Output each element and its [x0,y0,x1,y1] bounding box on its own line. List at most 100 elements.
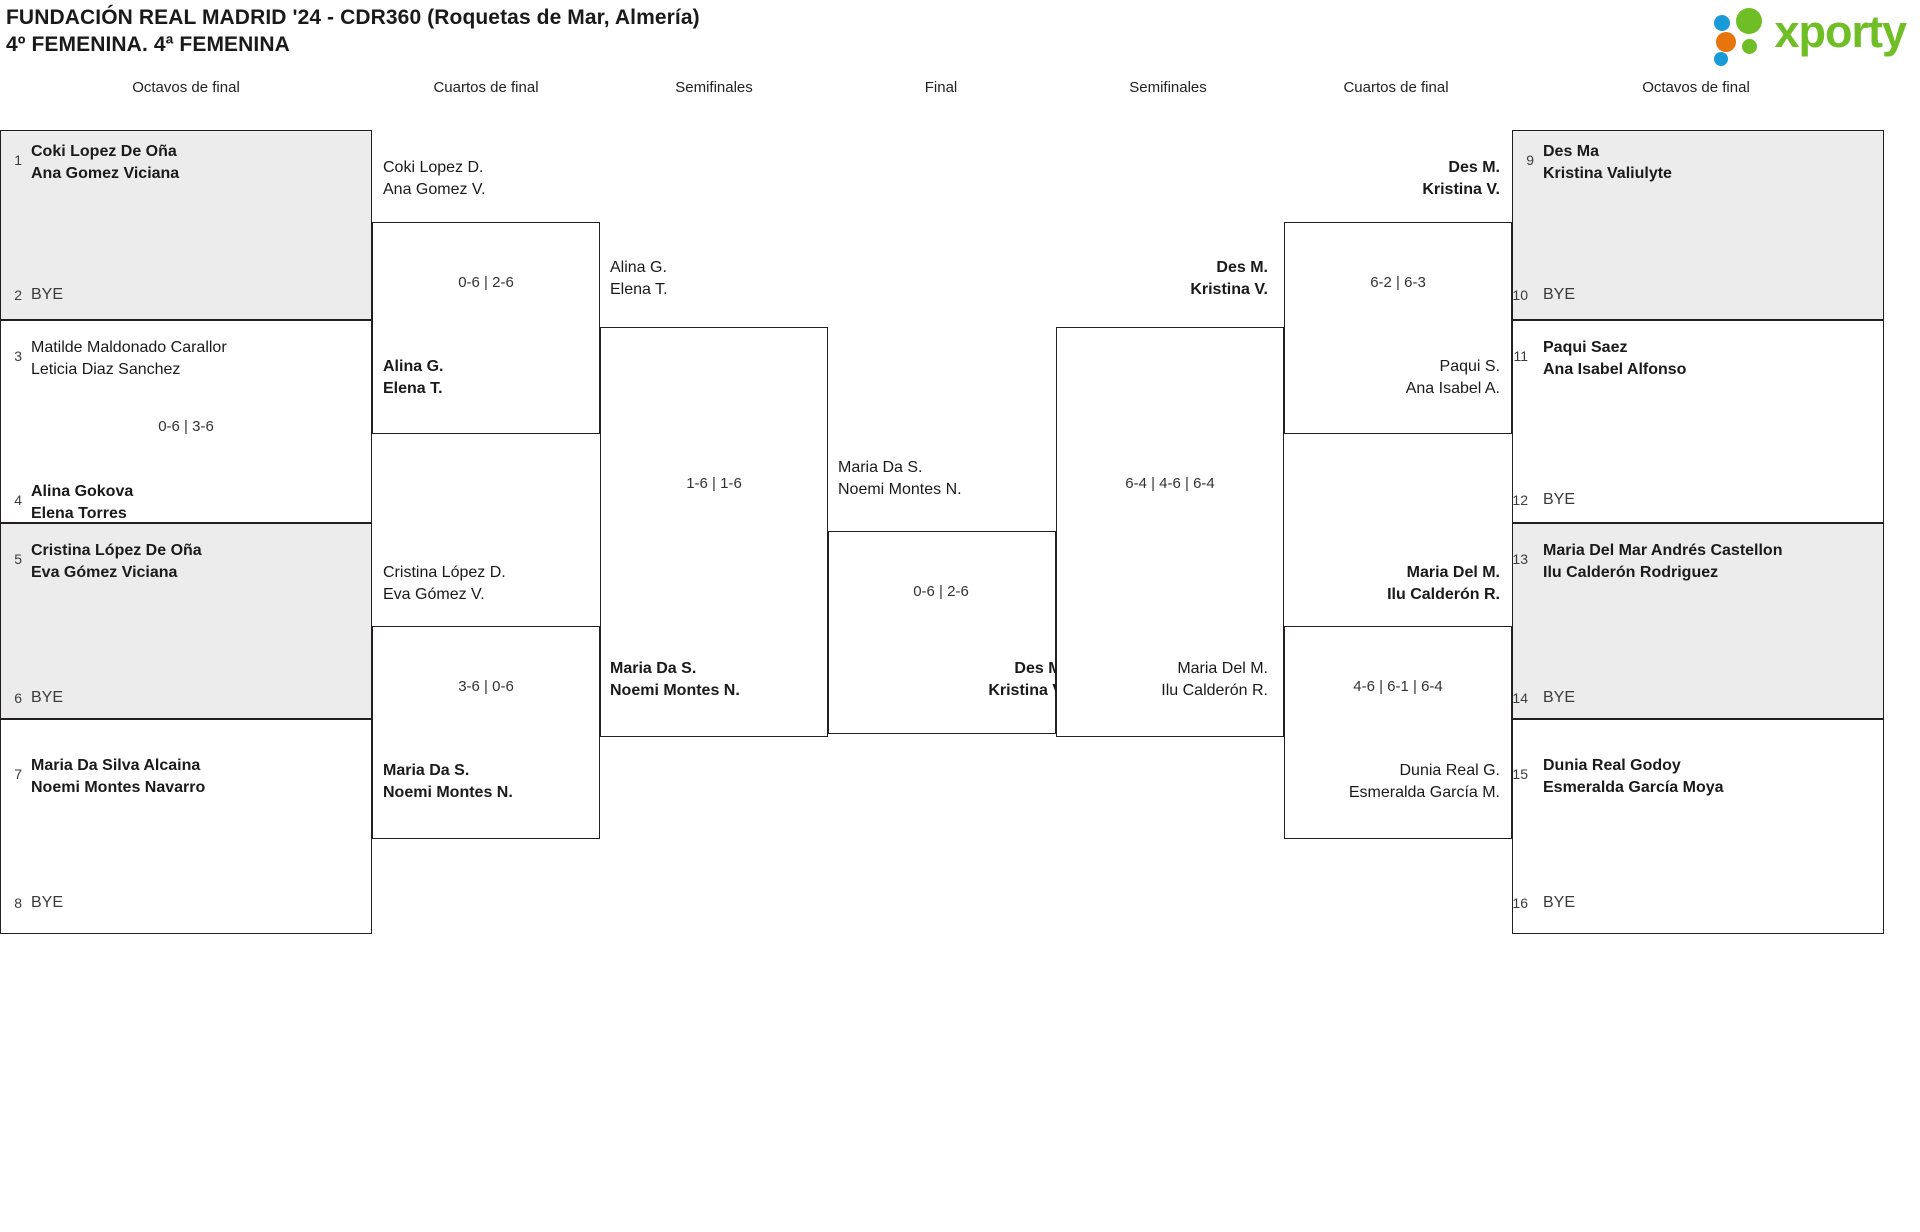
match-box-right-qf-1[interactable] [1284,222,1512,434]
player-name-seed-9-line2: Kristina Valiulyte [1543,165,1672,182]
final-left-line1: Maria Da S. [838,459,923,476]
player-name-seed-4-line1: Alina Gokova [31,483,134,500]
player-name-seed-15-line2: Esmeralda García Moya [1543,779,1724,796]
qf-left-3-line1: Cristina López D. [383,564,506,581]
qf-right-4-line2: Esmeralda García M. [1348,784,1500,801]
xporty-logo[interactable]: xporty [1714,5,1907,66]
score-right-sf-1: 6-4 | 4-6 | 6-4 [1125,475,1215,492]
seed-number-3: 3 [14,348,22,364]
player-name-seed-11-line2: Ana Isabel Alfonso [1543,361,1687,378]
qf-left-3-line2: Eva Gómez V. [383,586,485,603]
bye-label-seed-12: BYE [1543,491,1576,508]
match-box-right-r16-4[interactable] [1512,719,1884,934]
round-label-left-sf: Semifinales [675,79,753,96]
qf-right-1-line2: Kristina V. [1422,181,1500,198]
match-box-left-sf-1[interactable] [600,327,828,737]
qf-right-2-line2: Ana Isabel A. [1405,380,1500,397]
match-box-right-sf-1[interactable] [1056,327,1284,737]
match-box-right-r16-1[interactable] [1512,130,1884,320]
score-final: 0-6 | 2-6 [913,583,969,600]
final-right-line1: Des M. [1014,660,1066,677]
xporty-dots-icon [1714,6,1768,66]
sf-left-1-line1: Alina G. [610,259,667,276]
bye-label-seed-16: BYE [1543,894,1576,911]
match-box-left-r16-3[interactable] [0,523,372,719]
score-left-qf-2: 3-6 | 0-6 [458,678,514,695]
qf-left-2-line2: Elena T. [383,380,443,397]
round-label-right-sf: Semifinales [1129,79,1207,96]
round-label-right-qf: Cuartos de final [1343,79,1449,96]
player-name-seed-11-line1: Paqui Saez [1543,339,1628,356]
seed-number-6: 6 [14,690,22,706]
match-box-left-qf-1[interactable] [372,222,600,434]
score-left-qf-1: 0-6 | 2-6 [458,274,514,291]
seed-number-9: 9 [1526,152,1534,168]
qf-left-2-line1: Alina G. [383,358,444,375]
match-box-left-r16-2[interactable] [0,320,372,523]
seed-number-4: 4 [14,492,22,508]
qf-left-1-line2: Ana Gomez V. [383,181,486,198]
score-right-qf-2: 4-6 | 6-1 | 6-4 [1353,678,1443,695]
qf-right-3-line1: Maria Del M. [1406,564,1500,581]
player-name-seed-13-line2: Ilu Calderón Rodriguez [1543,564,1719,581]
player-name-seed-5-line2: Eva Gómez Viciana [31,564,178,581]
match-box-left-r16-4[interactable] [0,719,372,934]
match-box-left-qf-2[interactable] [372,626,600,839]
round-label-right-r16: Octavos de final [1642,79,1750,96]
match-box-right-qf-2[interactable] [1284,626,1512,839]
bye-label-seed-2: BYE [31,286,64,303]
seed-number-11: 11 [1513,348,1528,364]
sf-right-2-line1: Maria Del M. [1177,660,1268,677]
bye-label-seed-6: BYE [31,689,64,706]
round-label-left-qf: Cuartos de final [433,79,539,96]
player-name-seed-3-line1: Matilde Maldonado Carallor [31,339,227,356]
seed-number-5: 5 [14,551,22,567]
final-left-line2: Noemi Montes N. [838,481,962,498]
player-name-seed-7-line2: Noemi Montes Navarro [31,779,206,796]
match-box-right-r16-2[interactable] [1512,320,1884,523]
seed-number-16: 16 [1512,895,1528,911]
tournament-title-line-1: FUNDACIÓN REAL MADRID '24 - CDR360 (Roqu… [6,6,700,29]
player-name-seed-1-line1: Coki Lopez De Oña [31,143,177,160]
qf-left-4-line1: Maria Da S. [383,762,470,779]
player-name-seed-1-line2: Ana Gomez Viciana [31,165,180,182]
qf-right-4-line1: Dunia Real G. [1399,762,1501,779]
round-label-left-r16: Octavos de final [132,79,240,96]
qf-left-4-line2: Noemi Montes N. [383,784,513,801]
sf-right-1-line1: Des M. [1216,259,1268,276]
match-box-right-r16-3[interactable] [1512,523,1884,719]
seed-number-2: 2 [14,287,22,303]
seed-number-1: 1 [14,152,22,168]
player-name-seed-7-line1: Maria Da Silva Alcaina [31,757,201,774]
seed-number-8: 8 [14,895,22,911]
sf-right-1-line2: Kristina V. [1190,281,1268,298]
seed-number-12: 12 [1512,492,1528,508]
player-name-seed-4-line2: Elena Torres [31,505,127,522]
score-right-qf-1: 6-2 | 6-3 [1370,274,1426,291]
bye-label-seed-10: BYE [1543,286,1576,303]
sf-left-2-line1: Maria Da S. [610,660,697,677]
seed-number-7: 7 [14,766,22,782]
bye-label-seed-14: BYE [1543,689,1576,706]
player-name-seed-3-line2: Leticia Diaz Sanchez [31,361,181,378]
player-name-seed-9-line1: Des Ma [1543,143,1600,160]
player-name-seed-15-line1: Dunia Real Godoy [1543,757,1681,774]
seed-number-15: 15 [1512,766,1528,782]
seed-number-10: 10 [1512,287,1528,303]
bye-label-seed-8: BYE [31,894,64,911]
match-box-left-r16-1[interactable] [0,130,372,320]
xporty-wordmark: xporty [1774,5,1907,57]
sf-left-2-line2: Noemi Montes N. [610,682,740,699]
match-box-final[interactable] [828,531,1056,734]
qf-right-1-line1: Des M. [1448,159,1500,176]
sf-left-1-line2: Elena T. [610,281,668,298]
page-title: FUNDACIÓN REAL MADRID '24 - CDR360 (Roqu… [6,4,700,58]
score-left-sf-1: 1-6 | 1-6 [686,475,742,492]
round-label-final: Final [924,79,958,96]
score-left-r16-match-2: 0-6 | 3-6 [158,418,214,435]
tournament-title-line-2: 4º FEMENINA. 4ª FEMENINA [6,33,290,56]
qf-right-2-line1: Paqui S. [1439,358,1500,375]
seed-number-13: 13 [1512,551,1528,567]
qf-left-1-line1: Coki Lopez D. [383,159,484,176]
